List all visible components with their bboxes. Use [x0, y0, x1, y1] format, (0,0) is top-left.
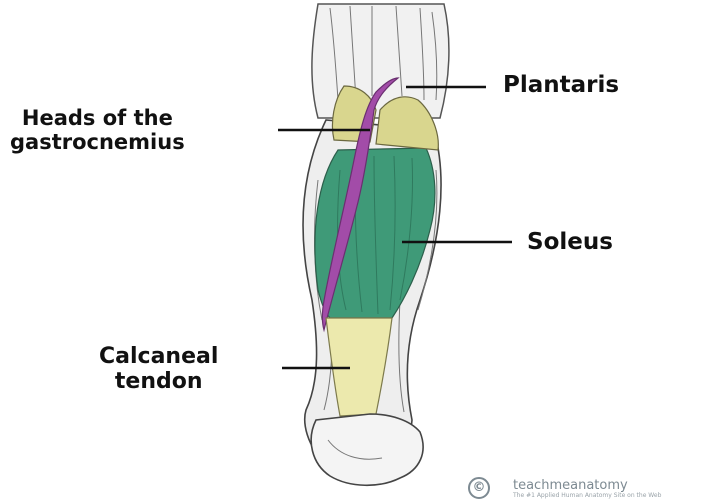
heads-label-line1: Heads of the — [10, 106, 185, 130]
watermark-name: teachmeanatomy — [513, 478, 628, 493]
calcaneal-tendon-label: Calcaneal tendon — [99, 344, 218, 394]
gastrocnemius-heads-label: Heads of the gastrocnemius — [10, 106, 185, 154]
plantaris-label: Plantaris — [503, 74, 619, 97]
copyright-logo-icon: © — [468, 477, 490, 499]
soleus-label: Soleus — [527, 231, 613, 254]
calcaneal-label-line1: Calcaneal — [99, 344, 218, 369]
thigh-outline — [312, 4, 449, 118]
heads-label-line2: gastrocnemius — [10, 130, 185, 154]
watermark-tagline: The #1 Applied Human Anatomy Site on the… — [513, 492, 661, 499]
heel-outline — [311, 414, 423, 485]
calcaneal-label-line2: tendon — [99, 369, 218, 394]
